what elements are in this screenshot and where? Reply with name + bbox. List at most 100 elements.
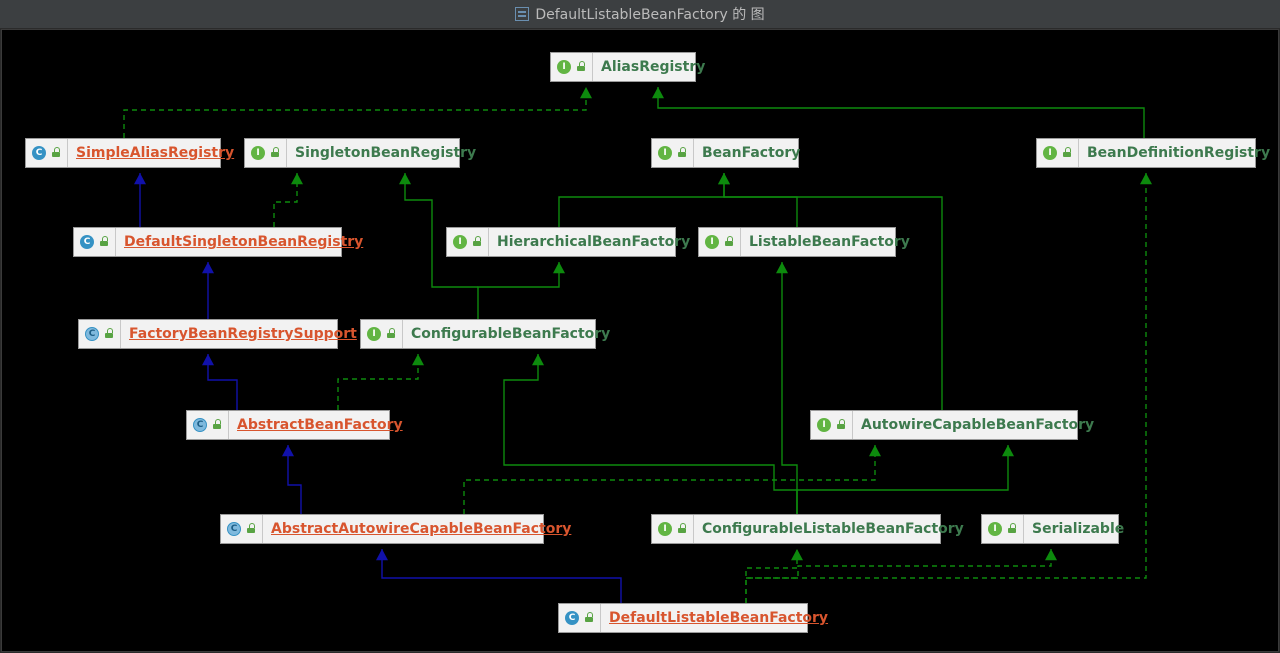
arrowhead [134, 173, 146, 185]
public-lock-icon [99, 236, 109, 246]
node-icons: I [245, 139, 287, 167]
interface-icon: I [988, 522, 1002, 536]
node-icons: C [221, 515, 263, 543]
edge-dlbf-to-aacbf [376, 549, 622, 603]
class-icon: C [32, 146, 46, 160]
edge-clbf-to-autowire [796, 445, 1014, 514]
interface-icon: I [658, 522, 672, 536]
edge-listable-to-beanfactory [718, 173, 798, 227]
node-icons: C [187, 411, 229, 439]
public-lock-icon [836, 419, 846, 429]
node-label: SimpleAliasRegistry [76, 145, 235, 161]
edge-clbf-to-listable [776, 262, 798, 514]
arrowhead [553, 262, 565, 274]
public-lock-icon [270, 147, 280, 157]
class-icon: C [80, 235, 94, 249]
node-config[interactable]: I ConfigurableBeanFactory [360, 319, 610, 349]
node-icons: I [652, 515, 694, 543]
node-icons: I [447, 228, 489, 256]
node-icons: C [26, 139, 68, 167]
node-label: DefaultSingletonBeanRegistry [124, 234, 364, 250]
public-lock-icon [576, 61, 586, 71]
node-defsingleton[interactable]: C DefaultSingletonBeanRegistry [73, 227, 363, 257]
node-label: SingletonBeanRegistry [295, 145, 477, 161]
arrowhead [776, 262, 788, 274]
node-label: AbstractBeanFactory [237, 417, 403, 433]
arrowhead [202, 262, 214, 274]
edge-abf-to-config [337, 354, 424, 410]
interface-icon: I [251, 146, 265, 160]
arrowhead [376, 549, 388, 561]
edge-autowire-to-beanfactory [724, 196, 943, 410]
node-icons: I [551, 53, 593, 81]
node-icons: I [699, 228, 741, 256]
arrowhead [652, 87, 664, 99]
node-singleton[interactable]: I SingletonBeanRegistry [244, 138, 476, 168]
node-label: BeanFactory [702, 145, 801, 161]
public-lock-icon [724, 236, 734, 246]
public-lock-icon [584, 612, 594, 622]
node-icons: I [982, 515, 1024, 543]
arrowhead [282, 445, 294, 457]
node-icons: I [652, 139, 694, 167]
node-icons: C [559, 604, 601, 632]
public-lock-icon [677, 147, 687, 157]
interface-icon: I [705, 235, 719, 249]
edge-simplealias-to-alias [123, 87, 592, 138]
arrowhead [399, 173, 411, 185]
node-dlbf[interactable]: C DefaultListableBeanFactory [558, 603, 828, 633]
abstract-class-icon: C [85, 327, 99, 341]
node-icons: I [1037, 139, 1079, 167]
edge-dlbf-to-serial [746, 549, 1057, 579]
node-label: HierarchicalBeanFactory [497, 234, 691, 250]
edge-clbf-to-config [503, 354, 798, 514]
node-icons: C [79, 320, 121, 348]
public-lock-icon [212, 419, 222, 429]
node-fbrs[interactable]: C FactoryBeanRegistrySupport [78, 319, 357, 349]
node-autowire[interactable]: I AutowireCapableBeanFactory [810, 410, 1094, 440]
edge-hier-to-beanfactory [558, 173, 730, 227]
edge-abf-to-fbrs [202, 354, 238, 410]
node-label: Serializable [1032, 521, 1125, 537]
class-icon: C [565, 611, 579, 625]
node-label: AutowireCapableBeanFactory [861, 417, 1095, 433]
interface-icon: I [557, 60, 571, 74]
public-lock-icon [246, 523, 256, 533]
edge-config-to-hier [477, 262, 565, 319]
node-label: FactoryBeanRegistrySupport [129, 326, 357, 342]
window-titlebar: DefaultListableBeanFactory 的 图 [0, 0, 1280, 29]
interface-icon: I [1043, 146, 1057, 160]
public-lock-icon [51, 147, 61, 157]
node-abf[interactable]: C AbstractBeanFactory [186, 410, 403, 440]
node-label: ConfigurableBeanFactory [411, 326, 611, 342]
interface-icon: I [453, 235, 467, 249]
abstract-class-icon: C [193, 418, 207, 432]
node-beanfactory[interactable]: I BeanFactory [651, 138, 800, 168]
node-label: DefaultListableBeanFactory [609, 610, 829, 626]
arrowhead [580, 87, 592, 99]
node-hier[interactable]: I HierarchicalBeanFactory [446, 227, 690, 257]
edge-config-to-singleton [399, 173, 478, 288]
arrowhead [791, 549, 803, 561]
node-simplealias[interactable]: C SimpleAliasRegistry [25, 138, 234, 168]
node-beandef[interactable]: I BeanDefinitionRegistry [1036, 138, 1270, 168]
node-serial[interactable]: I Serializable [981, 514, 1124, 544]
window-title: DefaultListableBeanFactory 的 图 [535, 7, 765, 23]
edge-beandef-to-alias [652, 87, 1145, 138]
node-icons: C [74, 228, 116, 256]
arrowhead [532, 354, 544, 366]
interface-icon: I [817, 418, 831, 432]
edges-layer [123, 87, 1152, 603]
node-label: BeanDefinitionRegistry [1087, 145, 1271, 161]
edge-dlbf-to-beandef [745, 173, 1152, 603]
arrowhead [1140, 173, 1152, 185]
node-icons: I [361, 320, 403, 348]
public-lock-icon [1007, 523, 1017, 533]
edge-defsingleton-to-simplealias [134, 173, 146, 227]
public-lock-icon [386, 328, 396, 338]
